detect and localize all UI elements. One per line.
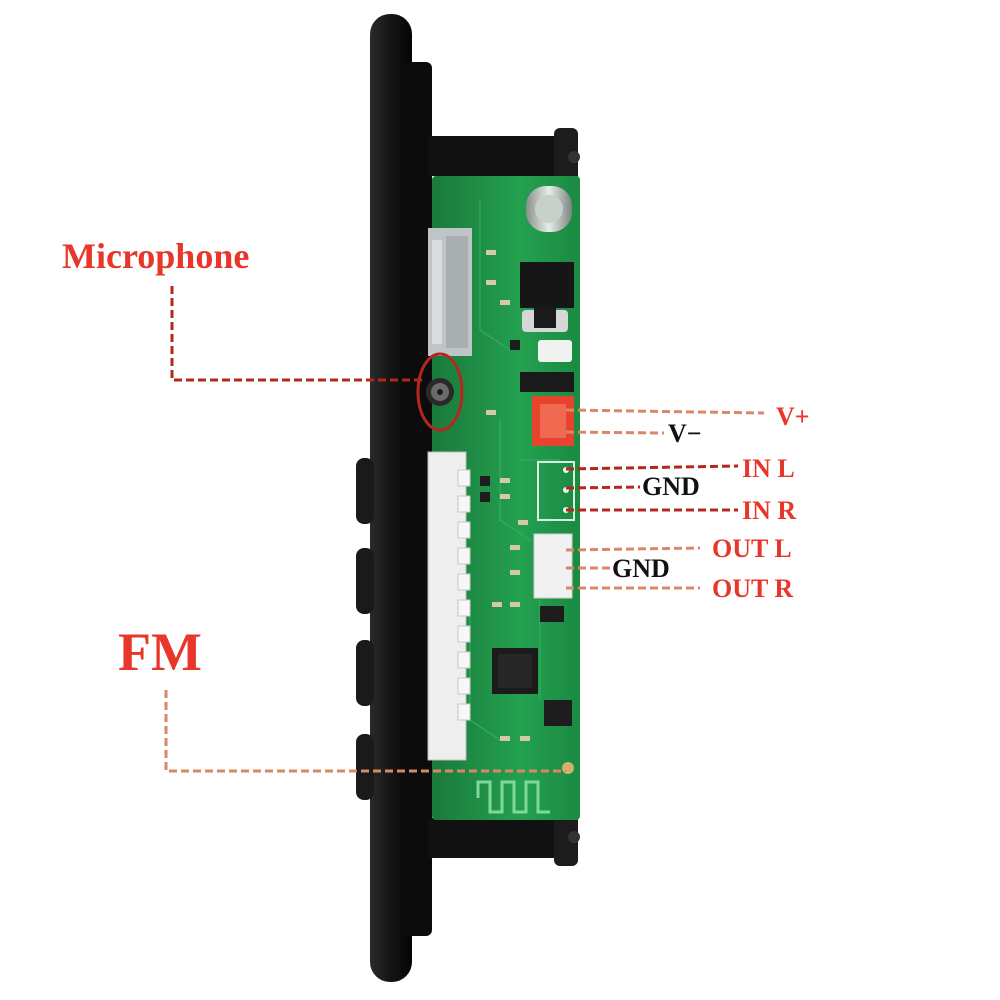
side-buttons: [356, 458, 374, 800]
usb-socket: [428, 228, 472, 356]
front-panel: [370, 14, 432, 982]
out-l-leader: [565, 546, 701, 552]
arrow-pad: [538, 340, 572, 362]
power-connector: [532, 396, 574, 446]
microphone-leader: [170, 286, 426, 382]
v-minus-leader: [565, 430, 665, 435]
in-l-label: IN L: [742, 454, 795, 483]
in-l-leader: [565, 464, 739, 471]
black-smd-parts: [480, 340, 572, 726]
gnd-out-label: GND: [612, 554, 670, 583]
out-l-label: OUT L: [712, 534, 792, 563]
fm-leader: [164, 690, 566, 773]
sd-card-slot: [427, 451, 471, 761]
capacitor: [526, 186, 572, 232]
antenna-trace: [476, 780, 550, 814]
smd-components: [486, 250, 530, 741]
leader-lines: [164, 286, 765, 773]
gnd-in-leader: [565, 485, 641, 490]
fm-pad: [562, 762, 574, 774]
mount-bracket-top: [428, 128, 580, 186]
v-plus-leader: [565, 408, 765, 415]
out-r-label: OUT R: [712, 574, 793, 603]
v-plus-label: V+: [776, 402, 810, 431]
regulator-chip: [520, 262, 574, 332]
output-connector: [533, 533, 573, 599]
in-r-label: IN R: [742, 496, 796, 525]
fm-label: FM: [118, 622, 202, 682]
diode: [520, 372, 574, 392]
microphone-highlight-circle: [416, 352, 464, 432]
microphone-label: Microphone: [62, 236, 249, 276]
mount-bracket-bottom: [428, 808, 580, 866]
microphone-component: [426, 378, 454, 406]
gnd-in-label: GND: [642, 472, 700, 501]
v-minus-label: V−: [668, 419, 702, 448]
main-ic: [492, 648, 538, 694]
